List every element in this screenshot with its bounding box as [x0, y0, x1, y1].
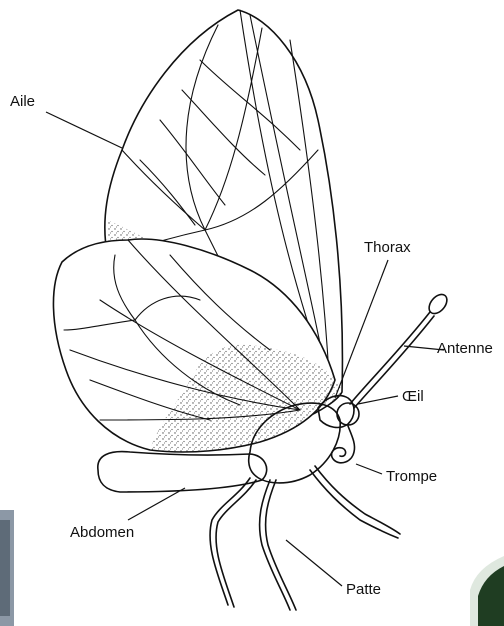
leader-thorax [335, 260, 388, 398]
leader-abdomen [128, 488, 185, 520]
proboscis [332, 426, 355, 463]
leader-aile [46, 112, 122, 148]
leader-trompe [356, 464, 382, 474]
label-aile: Aile [10, 93, 35, 110]
label-antenne: Antenne [437, 340, 493, 357]
leader-patte [286, 540, 342, 586]
label-oeil: Œil [402, 388, 424, 405]
label-thorax: Thorax [364, 239, 411, 256]
label-patte: Patte [346, 581, 381, 598]
abdomen-body [98, 452, 267, 492]
label-trompe: Trompe [386, 468, 437, 485]
corner-decoration-right [470, 556, 504, 626]
corner-decoration-left [0, 510, 14, 626]
label-abdomen: Abdomen [70, 524, 134, 541]
